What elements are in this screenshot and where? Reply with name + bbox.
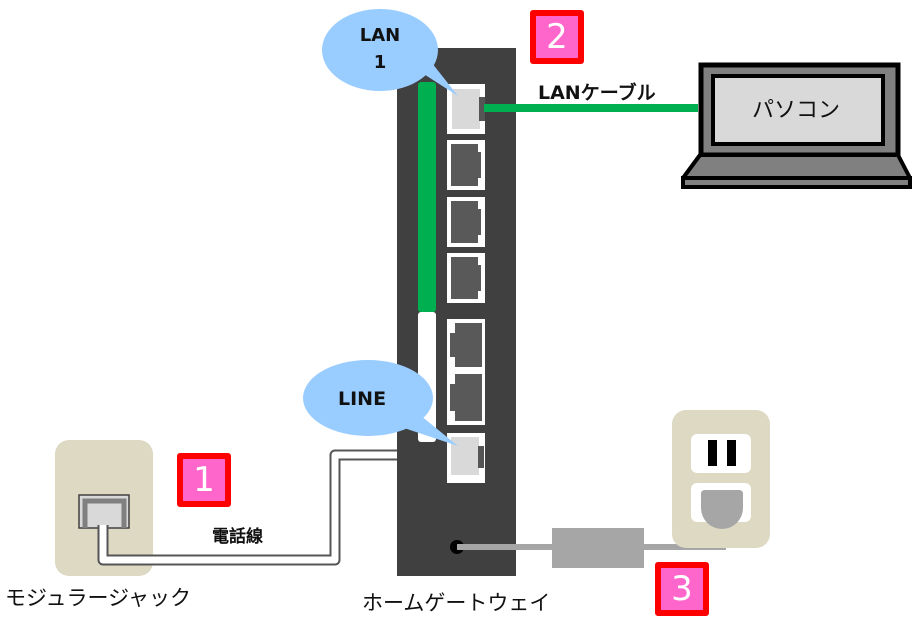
laptop-icon	[681, 62, 912, 189]
lan-port-4	[447, 253, 485, 303]
lan-port-block	[447, 319, 485, 425]
lan-port-6	[455, 374, 482, 421]
lan-port-5	[455, 323, 482, 367]
step-badge-1: 1	[177, 453, 231, 507]
modular-jack-label: モジュラージャック	[5, 586, 192, 610]
modular-jack-icon	[55, 440, 153, 576]
line-callout-bubble	[303, 360, 458, 446]
lan-cable-label: LANケーブル	[538, 82, 656, 104]
phone-cable	[97, 449, 460, 566]
lan1-callout-label: LAN	[359, 25, 401, 46]
lan1-callout-number: 1	[373, 52, 387, 73]
plug-icon	[701, 490, 743, 529]
power-outlet-icon	[672, 410, 770, 548]
step-badge-3: 3	[655, 562, 709, 616]
lan1-callout-bubble	[322, 9, 458, 96]
step-badge-2: 2	[530, 10, 584, 64]
lan-port-2	[447, 140, 485, 190]
home-gateway	[397, 48, 516, 576]
ac-adapter	[552, 528, 644, 568]
pc-label: パソコン	[752, 98, 841, 123]
lan-cable	[484, 104, 698, 112]
lan-port-3	[447, 197, 485, 247]
gateway-ports	[447, 84, 485, 483]
gateway-label: ホームゲートウェイ	[362, 591, 551, 615]
line-port	[447, 433, 485, 483]
line-callout-label: LINE	[338, 388, 387, 410]
lan-cable-vertical	[418, 82, 436, 312]
phone-cable-label: 電話線	[212, 527, 263, 547]
